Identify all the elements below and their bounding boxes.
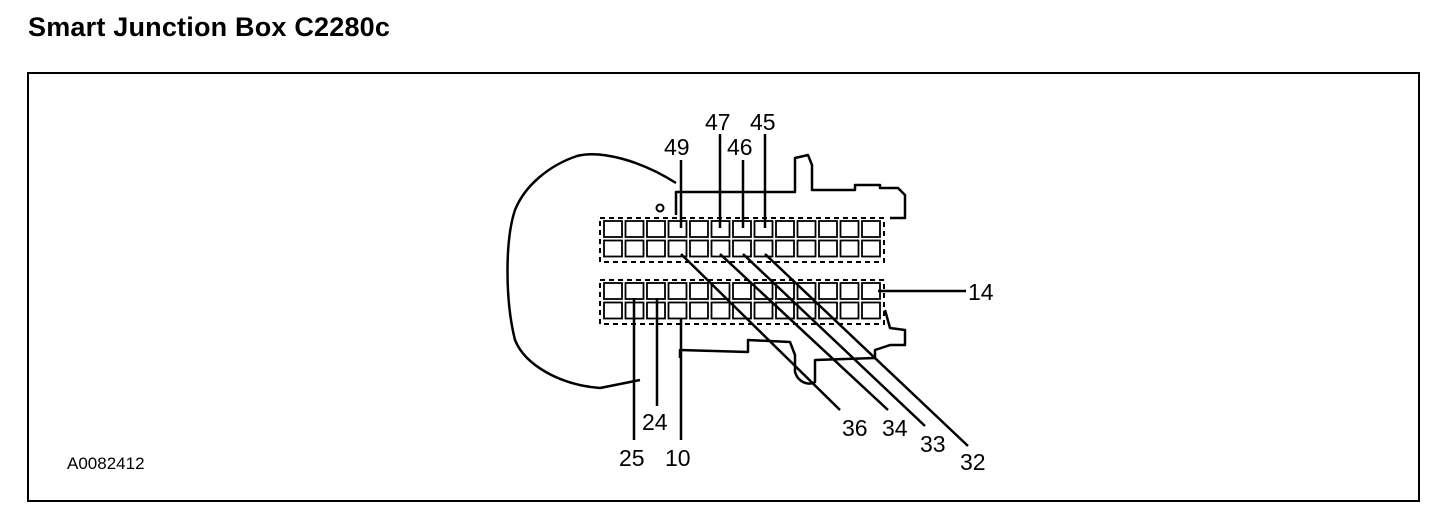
pin-label-46: 46: [727, 134, 753, 160]
lower-cavity: [753, 301, 774, 320]
upper-cavity: [667, 239, 688, 258]
lower-cavity: [603, 282, 623, 300]
upper-cavity: [818, 220, 838, 238]
lower-cavity: [839, 301, 860, 320]
pin-label-45: 45: [750, 109, 776, 135]
lower-cavity: [818, 282, 838, 300]
upper-cavity: [624, 220, 645, 238]
upper-cavity: [732, 239, 752, 258]
lower-cavity: [818, 301, 838, 320]
upper-cavity: [753, 220, 774, 238]
upper-cavity: [839, 239, 860, 258]
pin-label-32: 32: [960, 449, 986, 475]
lower-cavity: [796, 282, 817, 300]
pin-label-36: 36: [842, 415, 868, 441]
upper-cavity: [667, 220, 688, 238]
lower-cavity: [732, 282, 752, 300]
lower-cavity: [710, 301, 731, 320]
lower-cavity: [753, 282, 774, 300]
leader-line-36: [680, 253, 841, 411]
upper-cavity: [603, 239, 623, 258]
lower-block-outline: [599, 279, 885, 325]
lower-cavity: [689, 282, 709, 300]
lower-cavity: [861, 282, 881, 300]
pin-label-14: 14: [968, 279, 994, 305]
lower-cavity: [667, 282, 688, 300]
page-title: Smart Junction Box C2280c: [28, 12, 391, 42]
upper-cavity: [710, 239, 731, 258]
pin-label-25: 25: [619, 445, 645, 471]
pin-label-24: 24: [642, 409, 668, 435]
upper-cavity: [753, 239, 774, 258]
pin-label-47: 47: [705, 109, 731, 135]
upper-cavity: [775, 220, 795, 238]
lower-cavity: [603, 301, 623, 320]
upper-cavity: [796, 220, 817, 238]
lower-cavity: [861, 301, 881, 320]
lower-cavity: [710, 282, 731, 300]
upper-cavity: [624, 239, 645, 258]
upper-cavity: [646, 220, 666, 238]
upper-cavity: [689, 220, 709, 238]
lower-cavity: [689, 301, 709, 320]
leader-line-34: [719, 253, 889, 411]
upper-cavity: [646, 239, 666, 258]
upper-cavity: [839, 220, 860, 238]
figure-id: A0082412: [67, 454, 145, 473]
upper-block-outline: [599, 217, 885, 263]
housing-outline: [506, 153, 907, 390]
lower-cavity: [775, 282, 795, 300]
upper-cavity: [818, 239, 838, 258]
lower-cavity: [775, 301, 795, 320]
lower-cavity: [624, 282, 645, 300]
pin-label-33: 33: [920, 431, 946, 457]
leader-line-33: [742, 253, 926, 427]
pin-label-34: 34: [882, 415, 908, 441]
lower-cavity: [667, 301, 688, 320]
lower-cavity: [646, 282, 666, 300]
upper-cavity: [775, 239, 795, 258]
leader-line-32: [764, 253, 969, 447]
upper-cavity: [689, 239, 709, 258]
pin-label-10: 10: [665, 445, 691, 471]
polarization-mark: [655, 203, 665, 213]
upper-cavity: [861, 220, 881, 238]
upper-cavity: [603, 220, 623, 238]
upper-cavity: [861, 239, 881, 258]
lower-cavity: [839, 282, 860, 300]
lower-cavity: [732, 301, 752, 320]
lower-cavity: [796, 301, 817, 320]
diagram-frame: [27, 72, 1420, 502]
upper-cavity: [796, 239, 817, 258]
pin-label-49: 49: [664, 134, 690, 160]
